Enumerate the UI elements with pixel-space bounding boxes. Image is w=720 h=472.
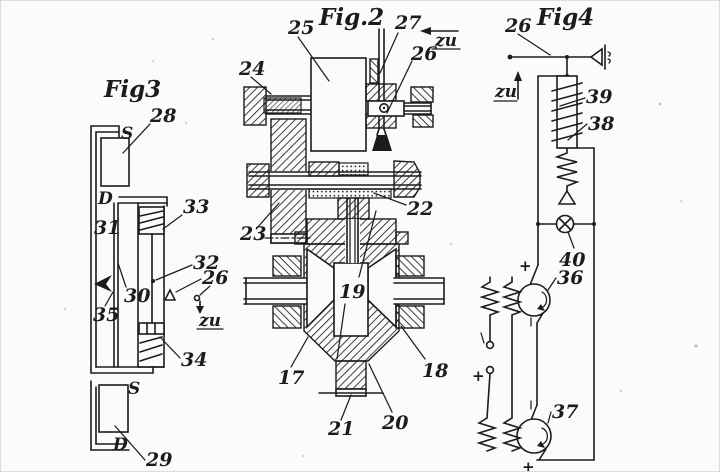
fig2-cam-shaft	[246, 160, 422, 199]
fig2-label-17: 17	[278, 367, 304, 389]
fig4-label-37: 37	[552, 401, 578, 423]
fig2-label-26: 26	[410, 43, 437, 65]
fig2-label-25: 25	[287, 17, 314, 39]
fig2-label-19: 19	[339, 281, 365, 303]
fig4-device-37	[516, 322, 552, 461]
fig2-label-27: 27	[394, 12, 421, 34]
fig2-right-shaft-clevis	[365, 83, 434, 129]
fig2-center-gear-block	[333, 262, 369, 337]
fig3-title: Fig3	[103, 76, 161, 103]
fig4-contact-point-upper	[485, 340, 495, 350]
fig3-label-32: 32	[193, 252, 219, 274]
fig4-return-spring-valve	[554, 147, 580, 205]
fig4-leader-lines	[517, 33, 588, 424]
fig4-lamp-branch	[536, 214, 596, 234]
fig4-contact-point-lower	[485, 365, 495, 375]
fig2-axle-shafts	[243, 277, 445, 305]
fig2-chamber-box	[310, 57, 367, 152]
fig3-label-31: 31	[94, 217, 120, 239]
fig3-label-29: 29	[145, 449, 172, 471]
fig4-contact-springs	[476, 276, 523, 452]
fig3-rail-section-view: Fig3	[90, 76, 228, 471]
fig3-outer-wall	[90, 125, 120, 374]
fig3-cylinder-bracket	[90, 196, 168, 374]
fig4-right-rail	[536, 147, 595, 461]
fig4-label-39: 39	[586, 86, 612, 108]
fig3-valve-triangle	[163, 288, 177, 301]
fig2-valve-foot	[372, 135, 392, 151]
fig2-label-zu: zu	[434, 31, 457, 51]
fig4-label-36: 36	[557, 267, 583, 289]
fig4-label-40: 40	[559, 249, 585, 271]
fig4-plus-mark-contact: +	[472, 367, 485, 385]
fig3-piston-and-lower-spring	[138, 233, 165, 362]
fig2-bottom-stem	[318, 360, 384, 397]
paper-speckles	[63, 37, 698, 458]
fig3-label-zu: zu	[198, 311, 221, 331]
fig2-leader-lines	[250, 32, 426, 421]
fig3-label-d-top: D	[97, 189, 113, 209]
fig3-upper-spring	[138, 206, 165, 235]
fig3-label-26: 26	[201, 267, 228, 289]
fig4-plus-mark-37: +	[522, 458, 535, 472]
fig2-zu-arrow	[420, 27, 461, 50]
fig4-label-26: 26	[504, 15, 531, 37]
fig4-top-wire	[507, 54, 592, 225]
fig3-label-34: 34	[181, 349, 207, 371]
fig4-plus-mark-36: +	[519, 257, 532, 275]
fig3-label-s-top: S	[121, 124, 133, 144]
fig3-zu-arrow	[193, 294, 224, 330]
fig3-leader-lines	[104, 123, 211, 461]
fig4-circuit-schematic: Fig4	[472, 4, 614, 472]
fig4-label-zu: zu	[494, 82, 517, 102]
fig3-pawl-arrow	[94, 275, 112, 292]
fig4-label-38: 38	[588, 113, 614, 135]
fig2-gearbox-section-view: Fig.2	[238, 4, 461, 440]
fig3-label-d-bottom: D	[112, 435, 128, 455]
fig2-label-18: 18	[422, 360, 448, 382]
fig2-label-24: 24	[238, 58, 265, 80]
fig3-label-33: 33	[183, 196, 209, 218]
fig3-lower-rail	[90, 380, 130, 451]
fig3-label-s-bottom: S	[128, 379, 140, 399]
fig2-left-input-shaft	[243, 86, 312, 126]
fig2-label-23: 23	[239, 223, 266, 245]
fig2-label-21: 21	[327, 418, 354, 440]
fig2-title: Fig.2	[318, 4, 384, 31]
fig4-solenoid-coil	[551, 75, 583, 149]
fig3-leader-dot	[151, 279, 155, 283]
fig3-label-35: 35	[93, 304, 119, 326]
fig4-title: Fig4	[536, 4, 594, 31]
fig3-upper-rail-box	[100, 137, 130, 187]
fig4-device-36	[517, 223, 551, 327]
fig3-label-28: 28	[149, 105, 176, 127]
fig2-label-20: 20	[381, 412, 408, 434]
fig4-horn-symbol	[589, 44, 611, 70]
fig2-label-22: 22	[406, 198, 433, 220]
fig4-zu-arrow	[493, 71, 522, 102]
fig2-center-stem	[337, 197, 370, 220]
fig3-label-30: 30	[124, 285, 150, 307]
fig2-differential-housing	[272, 197, 425, 362]
